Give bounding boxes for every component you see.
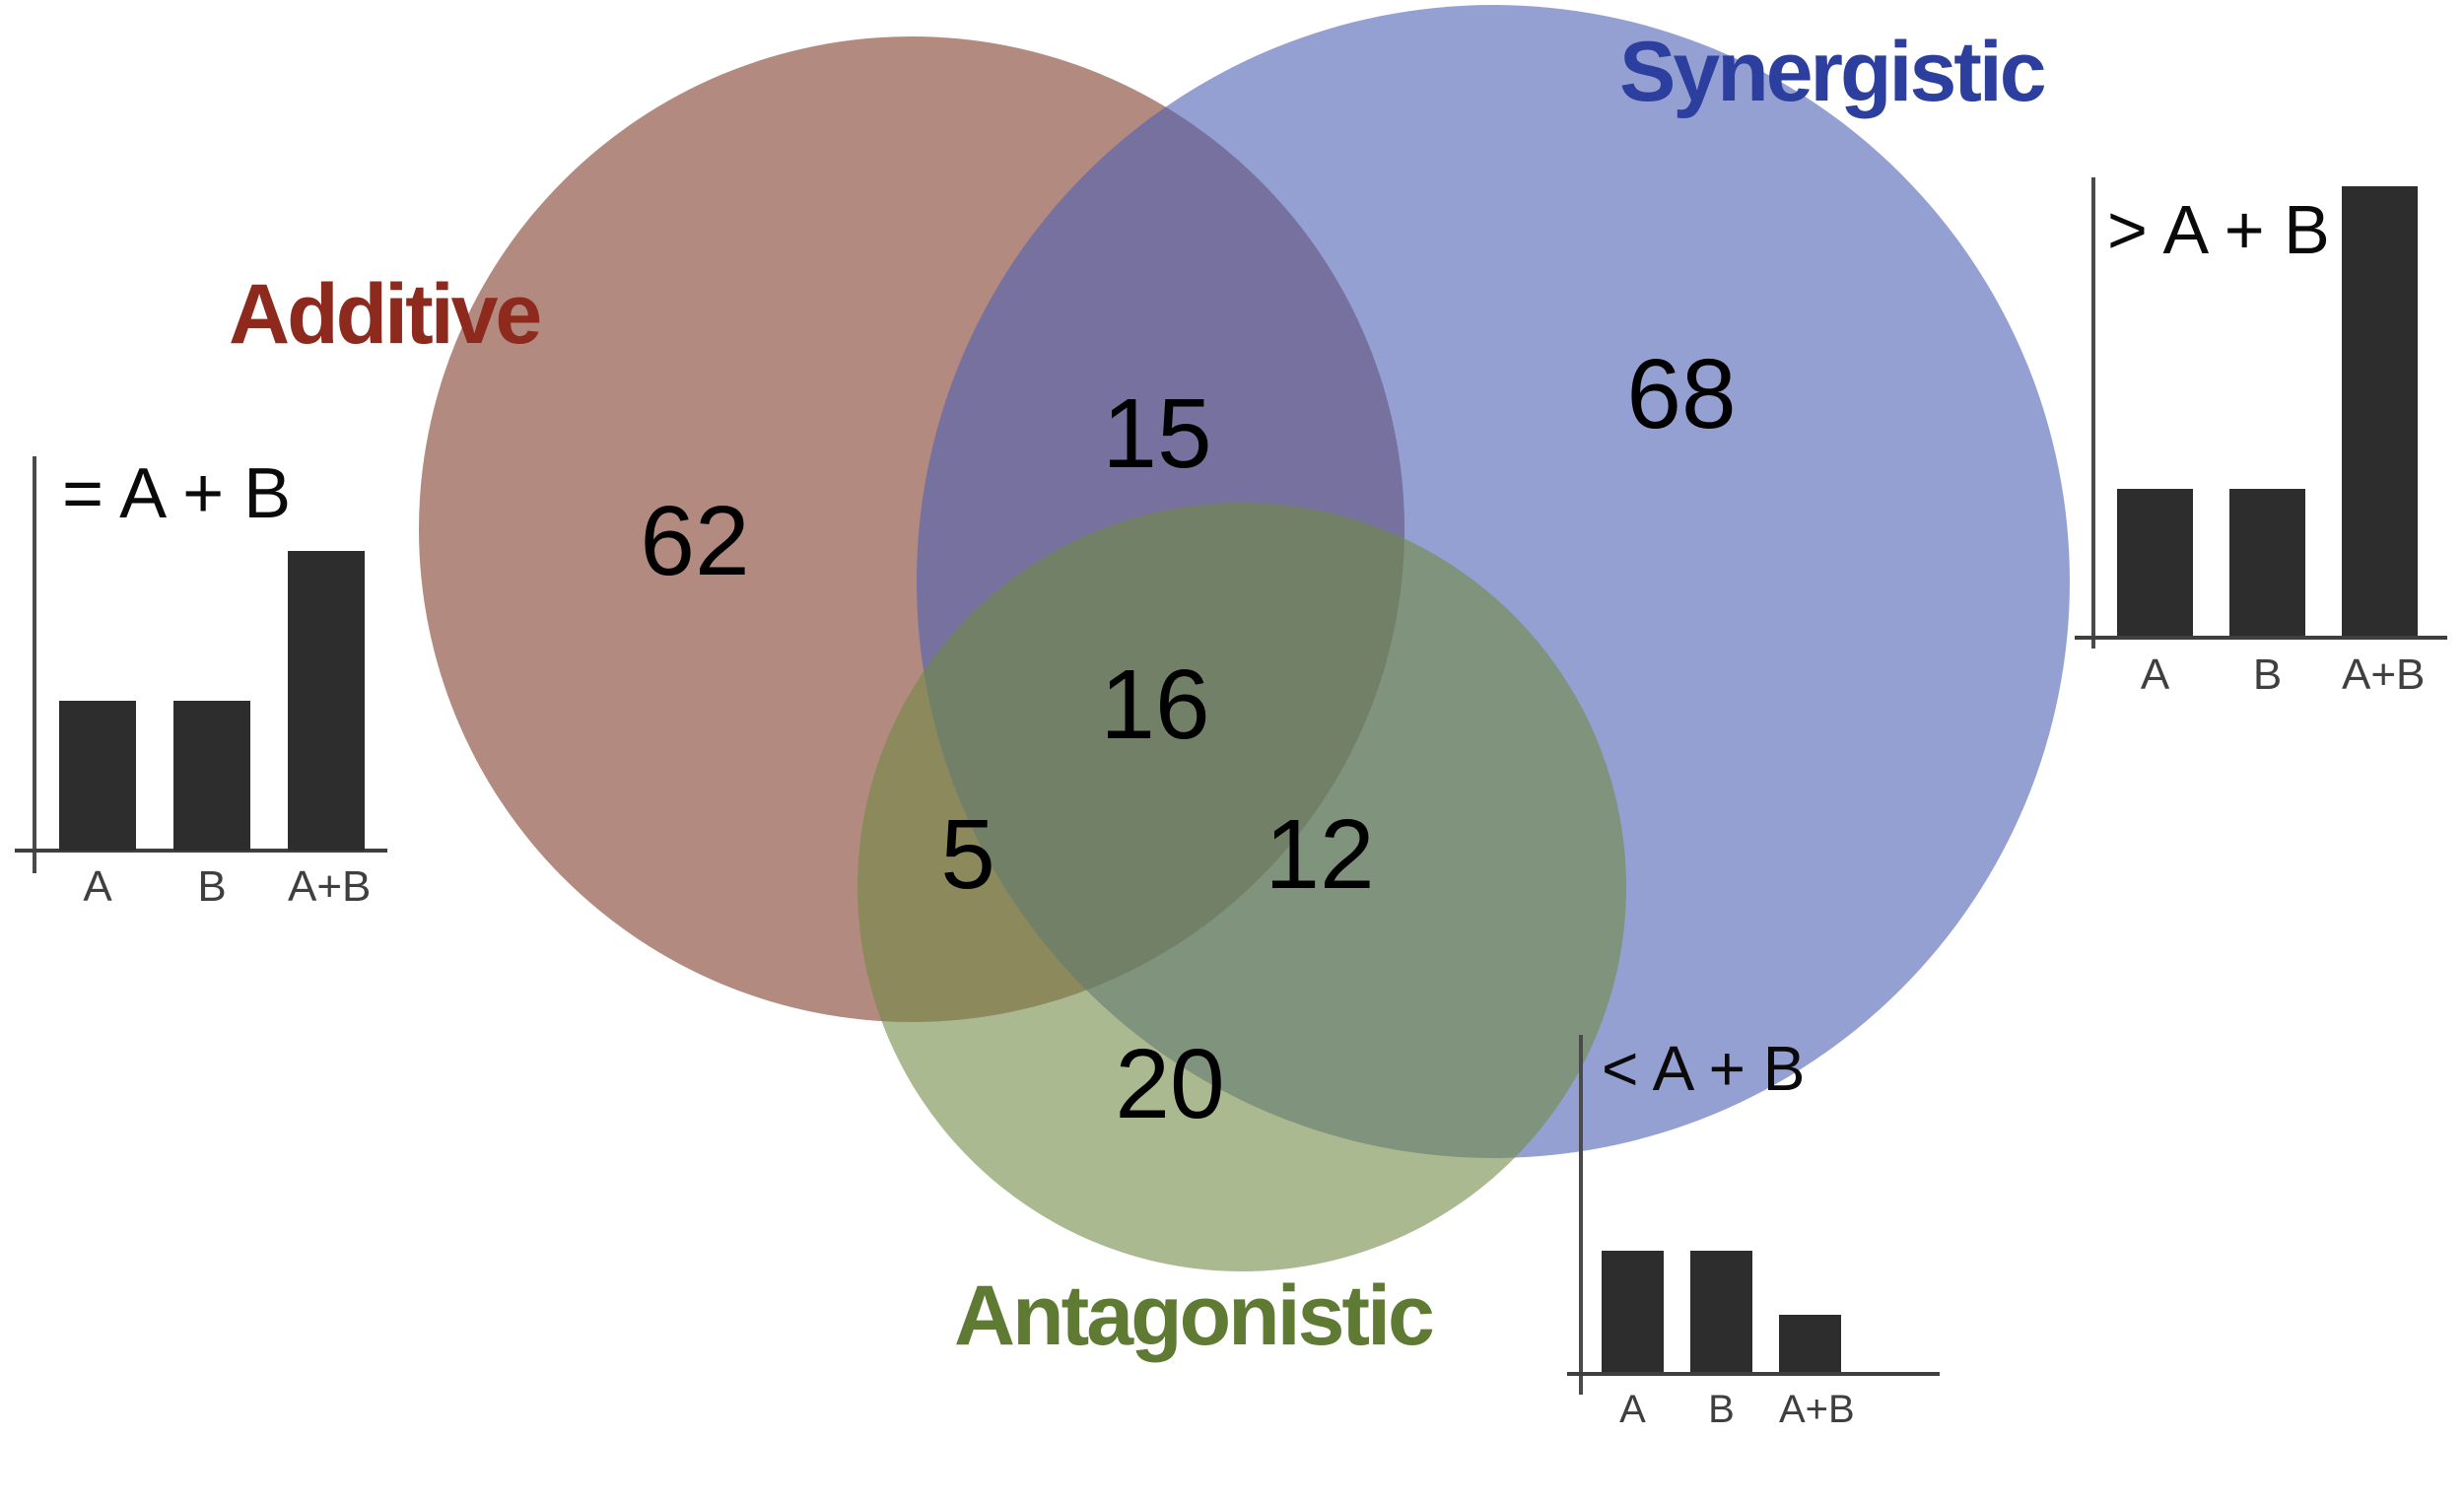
bar-group [2117,177,2418,636]
synergistic-set-label: Synergistic [1619,25,2047,119]
bar-group [59,456,365,851]
venn-count-all-three: 16 [1100,650,1210,760]
x-axis-labels: A B A+B [1602,1388,1855,1432]
x-axis [2075,636,2447,640]
bar-a [2117,489,2193,636]
x-label-a: A [83,862,112,911]
chart-title-equals-a-plus-b: = A + B [62,454,292,533]
antagonistic-inset-chart: A B A+B < A + B [1567,1025,1961,1449]
venn-count-additive-only: 62 [640,486,750,596]
additive-inset-chart: A B A+B = A + B [15,448,399,941]
x-axis [1567,1372,1940,1376]
y-axis [2091,177,2095,649]
x-label-b: B [2252,650,2283,699]
bar-a-plus-b [1779,1314,1841,1372]
x-label-a: A [1619,1388,1646,1431]
venn-count-synergistic-only: 68 [1626,339,1737,449]
bar-group [1602,1035,1841,1372]
bar-a-plus-b [2342,186,2418,636]
x-label-b: B [197,862,227,911]
bar-a [59,701,136,851]
chart-title-less-a-plus-b: < A + B [1602,1033,1806,1104]
x-label-a-plus-b: A+B [2342,650,2426,699]
venn-count-antagonistic-only: 20 [1115,1029,1225,1139]
bar-b [1690,1250,1752,1372]
x-axis-labels: A B A+B [2117,650,2426,700]
antagonistic-circle [857,503,1626,1271]
x-axis [15,849,387,853]
y-axis [33,456,36,873]
venn-count-additive-antagonistic: 5 [940,799,995,910]
bar-b [2229,489,2305,636]
venn-count-additive-synergistic: 15 [1102,378,1212,489]
x-label-a: A [2140,650,2170,699]
y-axis [1579,1035,1583,1395]
x-label-a-plus-b: A+B [288,862,372,911]
x-axis-labels: A B A+B [59,862,372,912]
x-label-b: B [1708,1388,1735,1431]
bar-b [173,701,250,851]
bar-a [1602,1250,1664,1372]
additive-set-label: Additive [229,267,542,362]
bar-a-plus-b [288,551,365,851]
venn-count-synergistic-antagonistic: 12 [1265,799,1375,910]
synergistic-inset-chart: A B A+B > A + B [2075,168,2464,710]
x-label-a-plus-b: A+B [1779,1388,1855,1431]
chart-title-greater-a-plus-b: > A + B [2107,191,2330,268]
antagonistic-set-label: Antagonistic [954,1268,1435,1363]
